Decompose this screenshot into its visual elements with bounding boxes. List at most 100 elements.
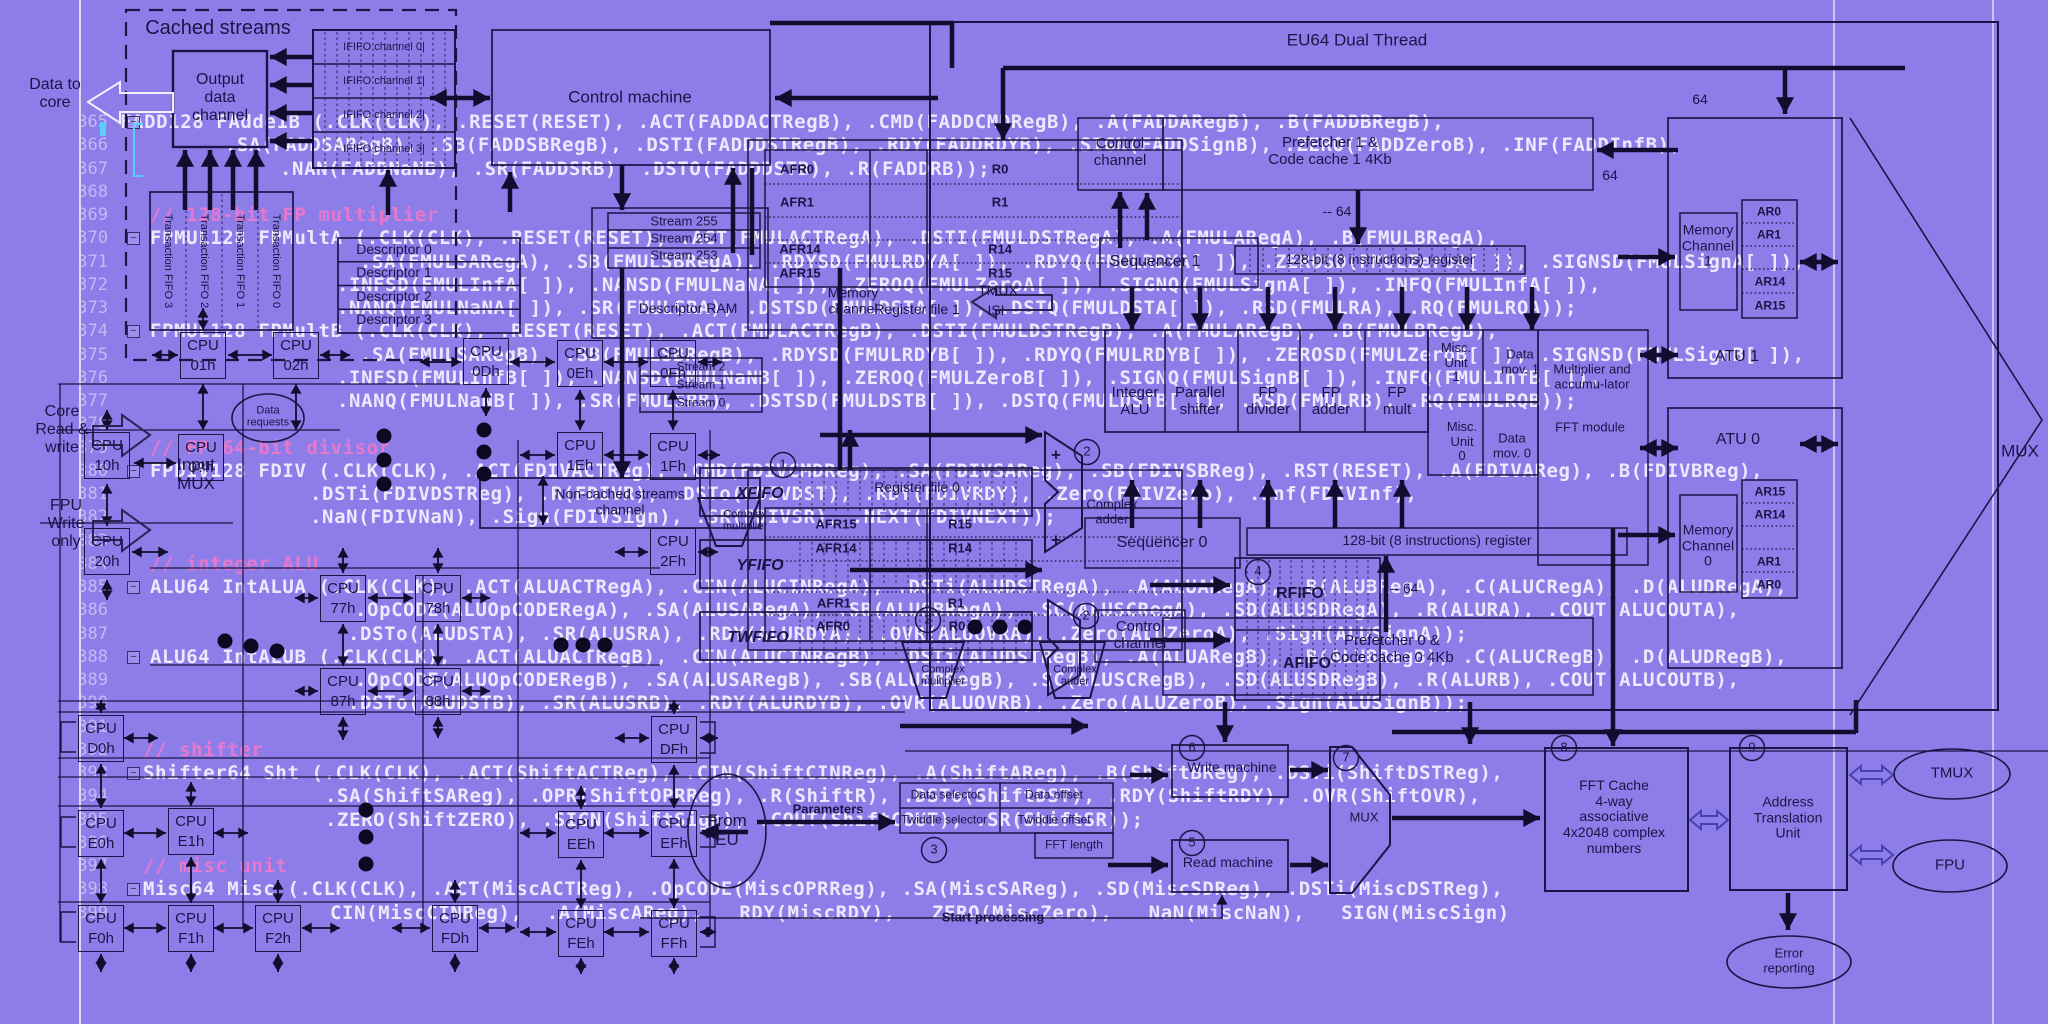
prefetcher1-box [1162, 117, 1594, 191]
arrowhead [1392, 313, 1412, 330]
arrowhead [667, 420, 679, 430]
arrowhead [575, 799, 587, 809]
core-read-write-arrow [92, 413, 152, 458]
step-circle-4 [1244, 558, 1272, 586]
arrowhead [1137, 193, 1157, 210]
arrowhead [575, 786, 587, 796]
code-line: .INFSD(FMULInfB[ ]), .NANSD(FMULNaNB[ ])… [337, 366, 1602, 389]
code-line: .NaN(FDIVNaN), .Sign(FDIVSign), .SR(FDIV… [310, 506, 1057, 529]
arrowhead [270, 131, 287, 151]
fold-marker[interactable]: − [127, 581, 140, 594]
code-line: FADD128 FAdde1B (.CLK(CLK), .RESET(RESET… [120, 111, 1445, 133]
arrowhead [449, 880, 461, 890]
arrowhead [612, 461, 632, 478]
step-circle-3 [920, 836, 948, 864]
arrowhead [270, 47, 287, 67]
prefetcher0-box [1162, 617, 1594, 696]
reg128-0-box [1246, 527, 1628, 556]
cpu-box-FEh: CPU FEh [558, 910, 604, 957]
arrowhead [708, 732, 718, 744]
arrowhead [668, 798, 680, 808]
fold-marker[interactable]: − [127, 325, 140, 339]
arrowhead [1122, 480, 1142, 497]
cpu-box-EFh: CPU EFh [651, 810, 697, 857]
arrowhead [462, 685, 472, 697]
cpu-box-E1h: CPU E1h [168, 808, 214, 855]
line-number: 370 [77, 228, 108, 249]
line-number: 368 [77, 181, 108, 202]
xfifo-box [699, 467, 1033, 517]
code-line: .DSTo(ALUDSTA), .SR(ALUSRA), .RDY(ALURDY… [348, 622, 1468, 645]
code-line: .DSTi(FDIVDSTReg), .R(FDIVR), .DSTo(FDIV… [310, 483, 1418, 505]
sequencer1-box [1099, 237, 1259, 288]
arrowhead [1025, 425, 1042, 445]
cpu-box-1Eh: CPU 1Eh [557, 432, 603, 479]
arrowhead [290, 420, 302, 430]
arrowhead [185, 962, 197, 972]
step-circle-2 [1072, 602, 1100, 630]
arrowhead [1821, 252, 1838, 272]
arrowhead [430, 88, 447, 108]
loop-hook [60, 721, 76, 753]
arrowhead [432, 717, 444, 727]
loop-hook [700, 816, 716, 848]
step-circle-7 [1332, 744, 1360, 772]
arrowhead [432, 624, 444, 634]
thick-bus [770, 20, 955, 68]
ellipsis-dot [992, 619, 1008, 635]
arrowhead [295, 685, 305, 697]
code-comment-line: // shifter [143, 738, 264, 761]
fold-marker[interactable]: − [127, 883, 140, 897]
code-line: .INFSD(FMULInfA[ ]), .NANSD(FMULNaNA[ ])… [337, 273, 1602, 296]
arrowhead [337, 717, 349, 727]
thin-bus [640, 895, 1223, 919]
caret-artifact [100, 122, 106, 136]
arrowhead [403, 592, 413, 604]
line-number: 374 [77, 321, 108, 342]
cpu-box-87h: CPU 87h [320, 668, 366, 715]
arrowhead [95, 859, 107, 869]
arrowhead [432, 548, 444, 558]
arrowhead [1640, 438, 1657, 458]
control-machine-box [491, 29, 771, 166]
fft-length-box [1034, 832, 1114, 859]
arrowhead [668, 765, 680, 775]
data-to-core-arrow [86, 80, 174, 125]
line-number: 391 [77, 716, 108, 737]
complex-mult-b [900, 641, 966, 699]
fold-marker[interactable]: − [127, 232, 140, 246]
line-number: 385 [77, 577, 108, 597]
line-number: 373 [77, 298, 108, 318]
write-machine-box [1171, 744, 1289, 798]
regfile1-inner [764, 149, 1183, 288]
arrowhead [197, 384, 209, 394]
cpu-box-0Eh: CPU 0Eh [557, 340, 603, 387]
fold-marker[interactable]: − [127, 464, 140, 478]
arrowhead [700, 926, 710, 938]
cpu-box-0Dh: CPU 0Dh [463, 338, 509, 385]
fold-marker[interactable]: − [127, 650, 140, 664]
arrowhead [368, 685, 378, 697]
arrowhead [612, 193, 632, 210]
arrowhead [698, 356, 708, 368]
line-number: 376 [77, 367, 108, 388]
atu-fpu-arrow [1848, 843, 1895, 867]
arrowhead [148, 732, 158, 744]
transaction-fifo-box [149, 191, 294, 331]
arrowhead [668, 859, 680, 869]
step-circle-9 [1738, 734, 1766, 762]
fftcache-atu-arrow [1688, 808, 1730, 832]
arrowhead [1151, 765, 1168, 785]
arrowhead [270, 75, 287, 95]
arrowhead [340, 349, 350, 361]
atu-tmux-arrow [1848, 763, 1895, 787]
arrowhead [337, 656, 349, 666]
arrowhead [604, 827, 614, 839]
arrowhead [667, 390, 679, 400]
arrowhead [246, 150, 266, 167]
arrowhead [712, 356, 722, 368]
fft-module-box [1537, 329, 1649, 566]
arrowhead [134, 457, 144, 469]
arrowhead [158, 546, 168, 558]
fold-marker[interactable]: − [127, 116, 140, 129]
